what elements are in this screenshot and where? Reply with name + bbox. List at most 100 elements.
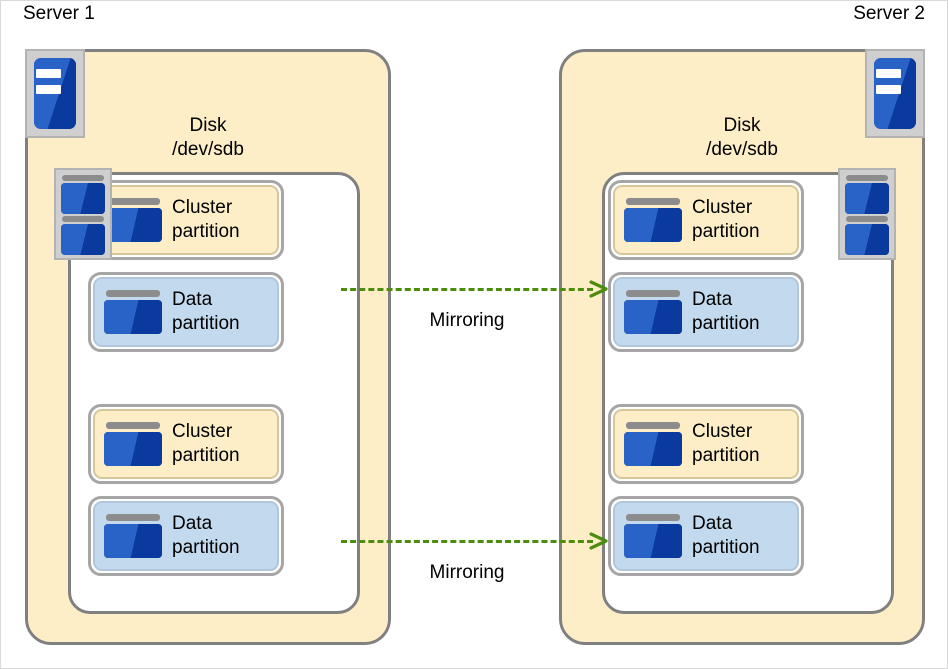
server-1-box: Disk /dev/sdb xyxy=(25,49,391,645)
partition-label-line2: partition xyxy=(692,537,760,558)
partition-icon xyxy=(624,290,682,334)
partition-icon-body xyxy=(624,432,682,466)
partition-data[interactable]: Data partition xyxy=(88,496,284,576)
partition-label-line2: partition xyxy=(172,445,240,466)
disk-icon xyxy=(838,168,896,260)
disk-platter-2 xyxy=(61,216,105,256)
disk-label-line2: /dev/sdb xyxy=(172,139,244,161)
server-slot-2 xyxy=(36,85,61,94)
partition-label: Cluster partition xyxy=(692,420,760,468)
partition-inner: Data partition xyxy=(613,277,799,347)
partition-icon-bar xyxy=(106,198,160,205)
disk-label-line2: /dev/sdb xyxy=(706,139,778,161)
partition-inner: Data partition xyxy=(93,501,279,571)
server-icon xyxy=(865,49,925,138)
server-slot-1 xyxy=(36,69,61,78)
partition-inner: Cluster partition xyxy=(93,409,279,479)
partition-icon-bar xyxy=(626,290,680,297)
mirroring-connector-upper: Mirroring xyxy=(341,280,609,348)
partition-icon-body xyxy=(624,300,682,334)
partition-icon-bar xyxy=(626,422,680,429)
partition-label: Cluster partition xyxy=(172,420,240,468)
partition-label-line1: Cluster xyxy=(172,421,233,443)
partition-cluster[interactable]: Cluster partition xyxy=(88,180,284,260)
disk-platter-bar xyxy=(846,216,888,222)
partition-icon xyxy=(624,198,682,242)
partition-icon-body xyxy=(624,208,682,242)
disk-platter-body xyxy=(61,224,105,255)
disk-platter-1 xyxy=(61,175,105,215)
mirroring-dashed-line xyxy=(341,540,593,543)
partition-icon-bar xyxy=(106,514,160,521)
partition-label-line1: Data xyxy=(172,513,213,535)
partition-data[interactable]: Data partition xyxy=(608,496,804,576)
partition-icon xyxy=(104,514,162,558)
partition-label-line2: partition xyxy=(692,221,760,242)
partition-label-line2: partition xyxy=(172,537,240,558)
server-icon xyxy=(25,49,85,138)
partition-label-line2: partition xyxy=(172,313,240,334)
partition-label-line1: Data xyxy=(692,289,733,311)
disk-icon xyxy=(54,168,112,260)
partition-icon-bar xyxy=(626,514,680,521)
partition-label-line2: partition xyxy=(172,221,240,242)
server-slot-2 xyxy=(876,85,901,94)
partition-label-line1: Data xyxy=(692,513,733,535)
disk-platter-1 xyxy=(845,175,889,215)
mirroring-label: Mirroring xyxy=(429,562,505,583)
disk-platter-body xyxy=(61,183,105,214)
partition-cluster[interactable]: Cluster partition xyxy=(608,180,804,260)
partition-spacer xyxy=(88,364,284,404)
partition-icon-body xyxy=(104,524,162,558)
partition-list: Cluster partition Data partition xyxy=(88,180,284,588)
partition-cluster[interactable]: Cluster partition xyxy=(88,404,284,484)
partition-cluster[interactable]: Cluster partition xyxy=(608,404,804,484)
partition-label-line1: Cluster xyxy=(172,197,233,219)
server-slot-1 xyxy=(876,69,901,78)
partition-icon xyxy=(104,290,162,334)
partition-icon-body xyxy=(104,432,162,466)
disk-platter-body xyxy=(845,183,889,214)
partition-icon xyxy=(104,422,162,466)
partition-icon-bar xyxy=(106,422,160,429)
disk-platter-2 xyxy=(845,216,889,256)
disk-label-line1: Disk xyxy=(723,115,761,136)
server-2-box: Disk /dev/sdb xyxy=(559,49,925,645)
partition-inner: Cluster partition xyxy=(613,409,799,479)
partition-label: Data partition xyxy=(172,288,240,336)
disk-platter-body xyxy=(845,224,889,255)
server-1-title: Server 1 xyxy=(23,3,95,24)
partition-icon-bar xyxy=(626,198,680,205)
server-2-title: Server 2 xyxy=(853,3,925,24)
partition-label: Data partition xyxy=(692,512,760,560)
disk-label-line1: Disk xyxy=(189,115,227,136)
mirroring-dashed-line xyxy=(341,288,593,291)
partition-label-line1: Cluster xyxy=(692,197,753,219)
partition-label-line2: partition xyxy=(692,445,760,466)
partition-icon-body xyxy=(104,208,162,242)
partition-list: Cluster partition Data partition xyxy=(608,180,804,588)
partition-label-line2: partition xyxy=(692,313,760,334)
partition-icon xyxy=(104,198,162,242)
partition-icon xyxy=(624,422,682,466)
partition-data[interactable]: Data partition xyxy=(608,272,804,352)
partition-spacer xyxy=(608,364,804,404)
disk-platter-bar xyxy=(62,175,104,181)
partition-label: Cluster partition xyxy=(692,196,760,244)
partition-icon-bar xyxy=(106,290,160,297)
partition-data[interactable]: Data partition xyxy=(88,272,284,352)
disk-platter-bar xyxy=(62,216,104,222)
partition-label: Data partition xyxy=(692,288,760,336)
mirroring-label: Mirroring xyxy=(429,310,505,331)
partition-inner: Data partition xyxy=(613,501,799,571)
mirroring-connector-lower: Mirroring xyxy=(341,532,609,600)
partition-icon-body xyxy=(624,524,682,558)
partition-inner: Cluster partition xyxy=(93,185,279,255)
partition-label-line1: Data xyxy=(172,289,213,311)
partition-label-line1: Cluster xyxy=(692,421,753,443)
partition-icon xyxy=(624,514,682,558)
disk-platter-bar xyxy=(846,175,888,181)
partition-label: Cluster partition xyxy=(172,196,240,244)
partition-inner: Cluster partition xyxy=(613,185,799,255)
